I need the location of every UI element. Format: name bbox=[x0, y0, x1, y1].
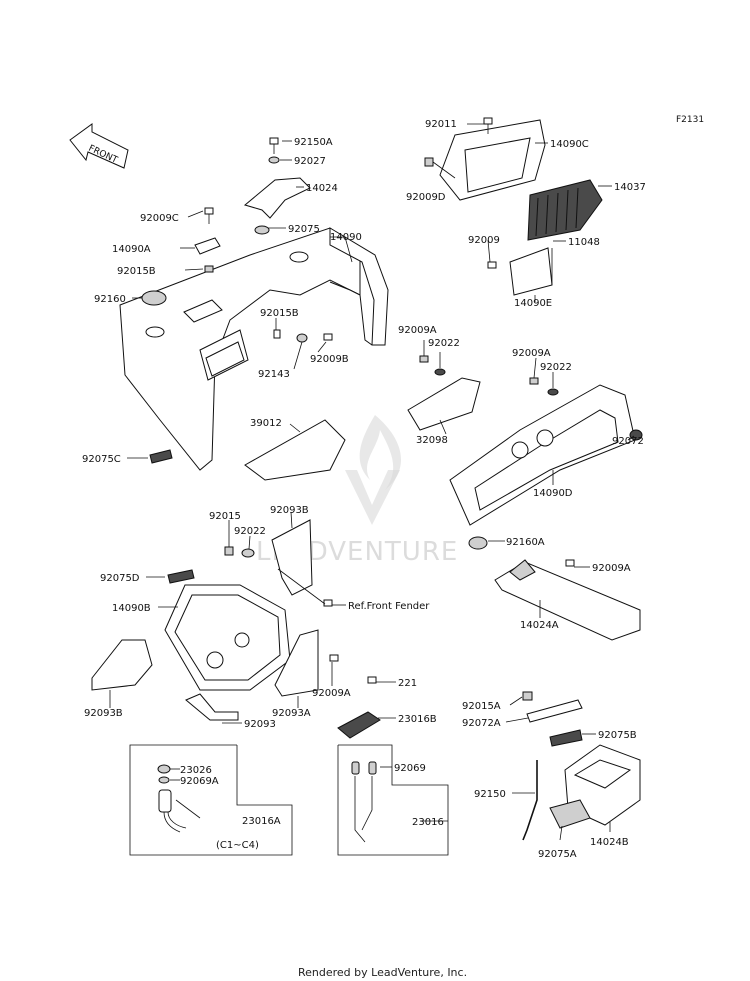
sheet-92075A bbox=[549, 799, 591, 829]
label-92075: 92075 bbox=[288, 224, 320, 235]
housing-14090 bbox=[119, 227, 389, 471]
label-92072: 92072 bbox=[612, 436, 644, 447]
label-92009C: 92009C bbox=[140, 213, 179, 224]
label-14090A: 14090A bbox=[112, 244, 151, 255]
label-92009: 92009 bbox=[468, 235, 500, 246]
label-92009A-3: 92009A bbox=[592, 563, 631, 574]
label-92093B-1: 92093B bbox=[270, 505, 309, 516]
label-92015B: 92015B bbox=[117, 266, 156, 277]
label-c1-c4: (C1~C4) bbox=[216, 840, 259, 851]
label-14090B: 14090B bbox=[112, 603, 151, 614]
label-23016: 23016 bbox=[412, 817, 444, 828]
label-92015B-2: 92015B bbox=[260, 308, 299, 319]
label-92011: 92011 bbox=[425, 119, 457, 130]
bracket-92093B-lower bbox=[91, 639, 153, 691]
label-92143: 92143 bbox=[258, 369, 290, 380]
label-92027: 92027 bbox=[294, 156, 326, 167]
footer-credit: Rendered by LeadVenture, Inc. bbox=[298, 966, 467, 979]
grommet-92160 bbox=[141, 290, 167, 306]
cap-92075 bbox=[254, 225, 270, 235]
strip-92072A bbox=[526, 699, 583, 723]
label-14037: 14037 bbox=[614, 182, 646, 193]
label-14090: 14090 bbox=[330, 232, 362, 243]
label-92093: 92093 bbox=[244, 719, 276, 730]
inset-23016A bbox=[129, 744, 293, 856]
label-92072A: 92072A bbox=[462, 718, 501, 729]
rod-92150 bbox=[522, 760, 538, 841]
label-23016A: 23016A bbox=[242, 816, 281, 827]
duct-39012 bbox=[244, 419, 346, 481]
label-92015: 92015 bbox=[209, 511, 241, 522]
label-32098: 32098 bbox=[416, 435, 448, 446]
label-92009A-2: 92009A bbox=[512, 348, 551, 359]
label-92022-1: 92022 bbox=[428, 338, 460, 349]
pad-92075B bbox=[549, 729, 583, 747]
pad-92075D bbox=[167, 569, 195, 584]
label-14024: 14024 bbox=[306, 183, 338, 194]
label-92009A-4: 92009A bbox=[312, 688, 351, 699]
label-92069: 92069 bbox=[394, 763, 426, 774]
bracket-92093 bbox=[185, 693, 239, 721]
label-14090D: 14090D bbox=[533, 488, 573, 499]
label-92015A: 92015A bbox=[462, 701, 501, 712]
label-92160: 92160 bbox=[94, 294, 126, 305]
clip-92072 bbox=[629, 429, 643, 441]
label-92022-3: 92022 bbox=[234, 526, 266, 537]
bracket-92093A bbox=[274, 629, 319, 697]
label-92075B: 92075B bbox=[598, 730, 637, 741]
label-92009B: 92009B bbox=[310, 354, 349, 365]
plate-14090A bbox=[194, 237, 221, 255]
bolt-icons bbox=[204, 117, 575, 701]
leader-lines bbox=[109, 123, 635, 841]
figure-code: F2131 bbox=[676, 115, 704, 125]
label-92009A-1: 92009A bbox=[398, 325, 437, 336]
label-221: 221 bbox=[398, 678, 417, 689]
label-14024A: 14024A bbox=[520, 620, 559, 631]
watermark-logo bbox=[345, 415, 402, 525]
box-14024B bbox=[564, 744, 641, 826]
label-92075D: 92075D bbox=[100, 573, 140, 584]
bracket-14024 bbox=[243, 177, 311, 219]
label-14090E: 14090E bbox=[514, 298, 552, 309]
relay-23016B bbox=[337, 711, 381, 739]
label-14090C: 14090C bbox=[550, 139, 589, 150]
label-14024B: 14024B bbox=[590, 837, 629, 848]
label-11048: 11048 bbox=[568, 237, 600, 248]
label-39012: 39012 bbox=[250, 418, 282, 429]
label-92075C: 92075C bbox=[82, 454, 121, 465]
label-92093A: 92093A bbox=[272, 708, 311, 719]
bracket-32098 bbox=[407, 377, 481, 431]
label-23016B: 23016B bbox=[398, 714, 437, 725]
label-92150: 92150 bbox=[474, 789, 506, 800]
label-23026: 23026 bbox=[180, 765, 212, 776]
part-labels: 92011 14090C 92009D 14037 92009 11048 14… bbox=[82, 119, 646, 860]
label-92093B-2: 92093B bbox=[84, 708, 123, 719]
label-92069A: 92069A bbox=[180, 776, 219, 787]
bracket-14090E bbox=[509, 247, 553, 296]
front-arrow-icon: FRONT bbox=[69, 123, 129, 169]
inset-23016 bbox=[337, 744, 449, 856]
pad-92075C bbox=[149, 449, 173, 464]
label-92022-2: 92022 bbox=[540, 362, 572, 373]
label-ref-front-fender: Ref.Front Fender bbox=[348, 601, 430, 612]
label-92150A: 92150A bbox=[294, 137, 333, 148]
box-14090B bbox=[164, 584, 291, 691]
bracket-92093B-upper bbox=[271, 519, 313, 596]
bracket-14090C bbox=[439, 119, 546, 201]
label-92160A: 92160A bbox=[506, 537, 545, 548]
panel-14090D bbox=[449, 384, 636, 526]
label-92075A: 92075A bbox=[538, 849, 577, 860]
regulator-14037 bbox=[527, 179, 603, 241]
label-92009D: 92009D bbox=[406, 192, 446, 203]
